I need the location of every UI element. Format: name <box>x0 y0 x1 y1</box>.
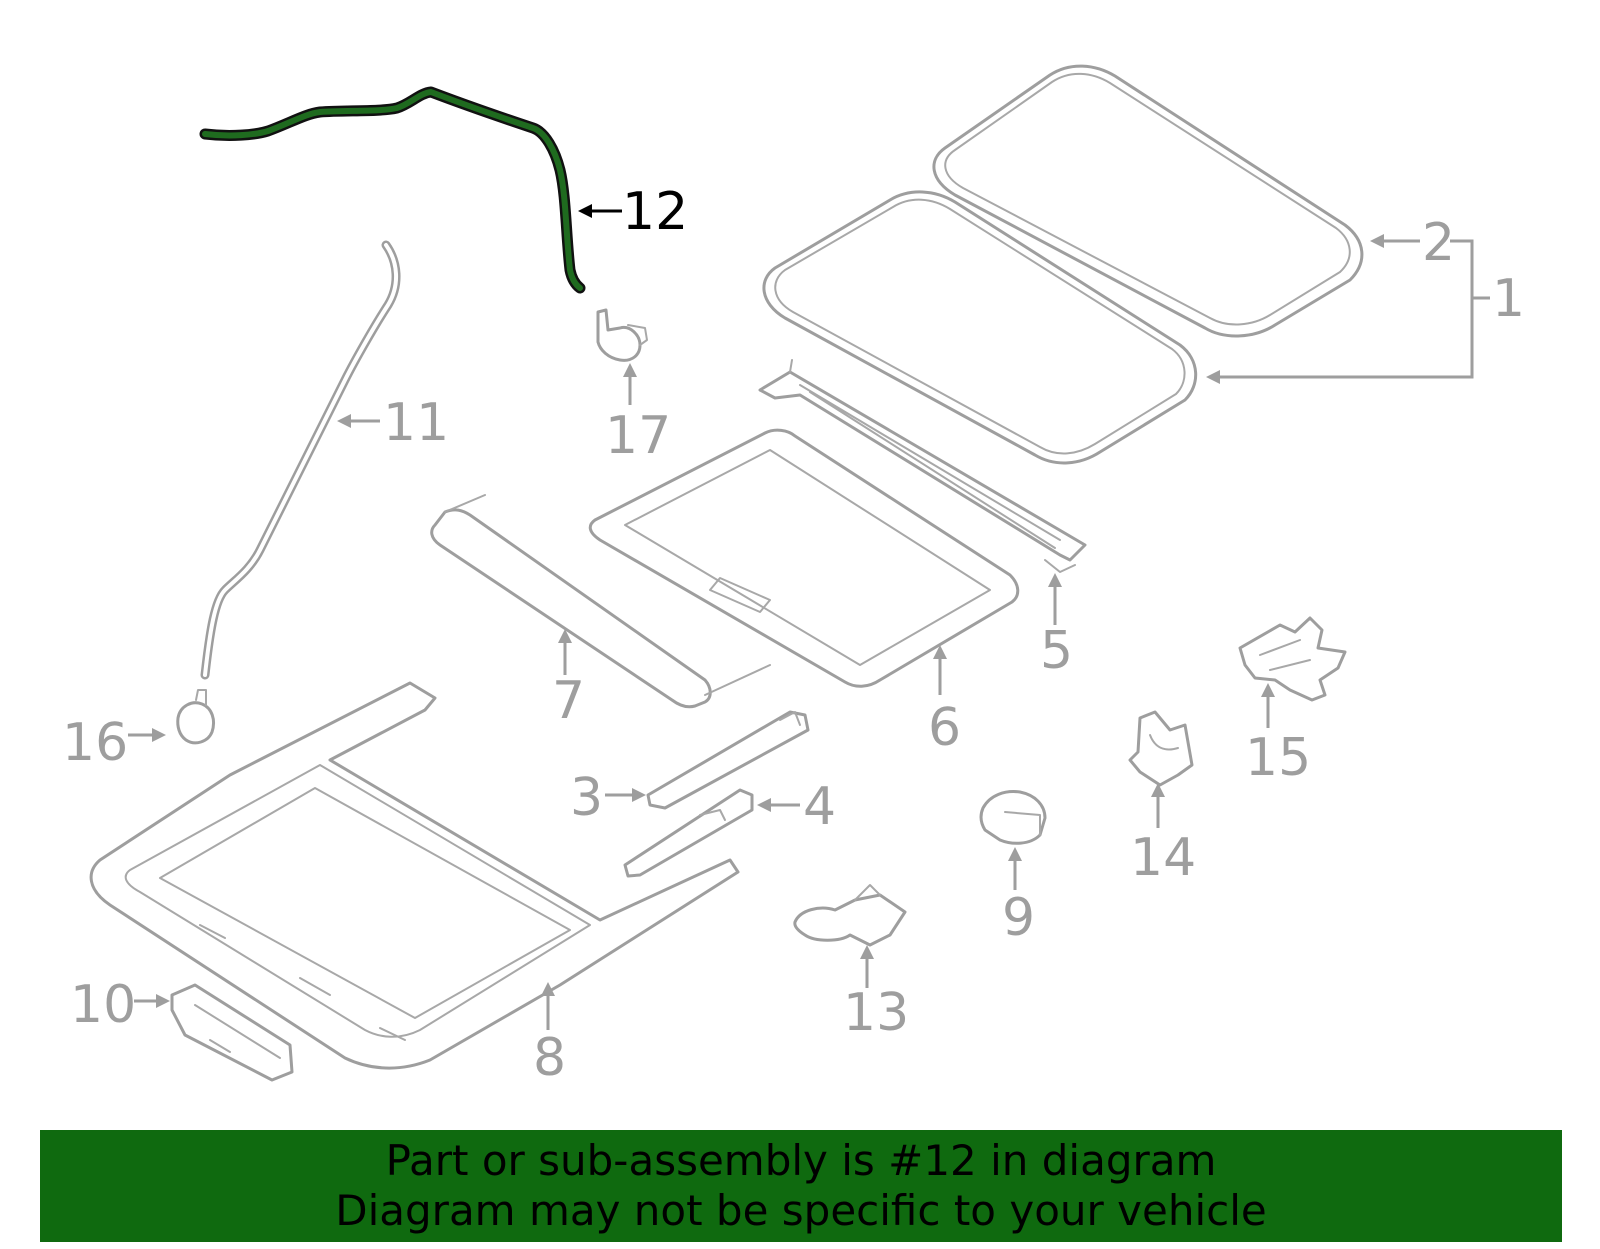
part-4-guide <box>623 788 754 878</box>
part-7-shade <box>430 494 771 709</box>
callout-7: 7 <box>552 629 585 731</box>
callout-5-label: 5 <box>1040 621 1073 681</box>
callout-17: 17 <box>605 363 671 466</box>
info-banner: Part or sub-assembly is #12 in diagram D… <box>40 1130 1562 1242</box>
callout-8-label: 8 <box>533 1028 566 1088</box>
part-10-motor <box>170 983 294 1082</box>
callout-7-label: 7 <box>552 671 585 731</box>
callout-12-label: 12 <box>622 182 688 242</box>
part-17-valve <box>596 308 648 362</box>
callout-6: 6 <box>928 645 961 758</box>
part-2-rear-glass <box>932 64 1364 338</box>
callout-16: 16 <box>62 713 166 773</box>
callout-9: 9 <box>1002 847 1035 948</box>
part-6-frame <box>588 428 1020 688</box>
callout-15: 15 <box>1245 683 1311 788</box>
callout-3-label: 3 <box>570 768 603 828</box>
callout-13-label: 13 <box>843 983 909 1043</box>
callout-15-label: 15 <box>1245 728 1311 788</box>
part-1-front-glass <box>762 190 1198 465</box>
part-5-rail <box>758 359 1087 573</box>
callout-2-label: 2 <box>1422 213 1455 273</box>
part-8-housing <box>89 681 740 1070</box>
callout-4: 4 <box>757 777 836 837</box>
part-9-stopper <box>979 790 1047 845</box>
callout-4-label: 4 <box>803 777 836 837</box>
part-12-drain-hose[interactable] <box>199 86 586 294</box>
callout-6-label: 6 <box>928 698 961 758</box>
part-14-clip <box>1128 710 1194 787</box>
callout-8: 8 <box>533 982 566 1088</box>
callout-14: 14 <box>1130 783 1196 888</box>
banner-line-1: Part or sub-assembly is #12 in diagram <box>385 1136 1217 1185</box>
callout-14-label: 14 <box>1130 828 1196 888</box>
callout-16-label: 16 <box>62 713 128 773</box>
banner-line-2: Diagram may not be specific to your vehi… <box>335 1186 1267 1235</box>
callout-12: 12 <box>578 182 688 242</box>
part-15-bracket <box>1238 616 1347 702</box>
part-13-bracket <box>793 884 907 947</box>
callout-11-label: 11 <box>383 393 449 453</box>
part-16-valve <box>176 689 216 745</box>
callout-1-label: 1 <box>1492 269 1525 329</box>
part-3-guide <box>646 710 810 810</box>
callout-13: 13 <box>843 945 909 1043</box>
callout-10: 10 <box>70 975 170 1035</box>
callout-10-label: 10 <box>70 975 136 1035</box>
callout-5: 5 <box>1040 573 1073 681</box>
callout-9-label: 9 <box>1002 888 1035 948</box>
callout-3: 3 <box>570 768 646 828</box>
callout-11: 11 <box>337 393 449 453</box>
callout-17-label: 17 <box>605 406 671 466</box>
callout-1-2: 2 1 <box>1206 213 1525 384</box>
part-11-drain-hose <box>200 240 401 680</box>
